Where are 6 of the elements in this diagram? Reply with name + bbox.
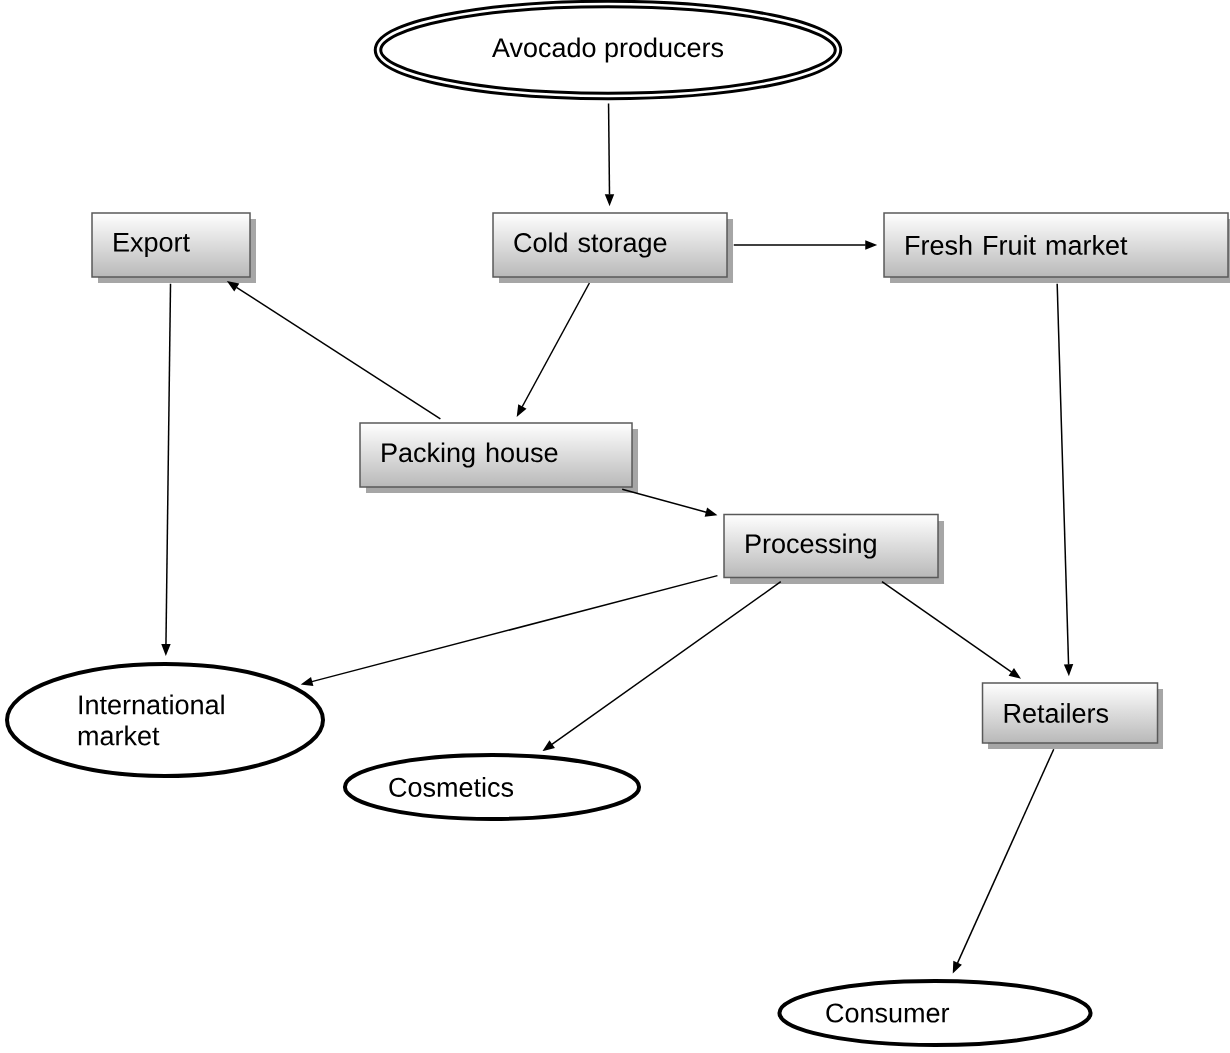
process-box: Fresh Fruit market xyxy=(883,212,1230,283)
process-box: Packing house xyxy=(359,422,638,493)
process-box: Processing xyxy=(723,513,944,584)
process-box: Retailers xyxy=(981,682,1163,749)
process-box: Export xyxy=(91,212,256,283)
process-box: Cold storage xyxy=(492,212,733,283)
